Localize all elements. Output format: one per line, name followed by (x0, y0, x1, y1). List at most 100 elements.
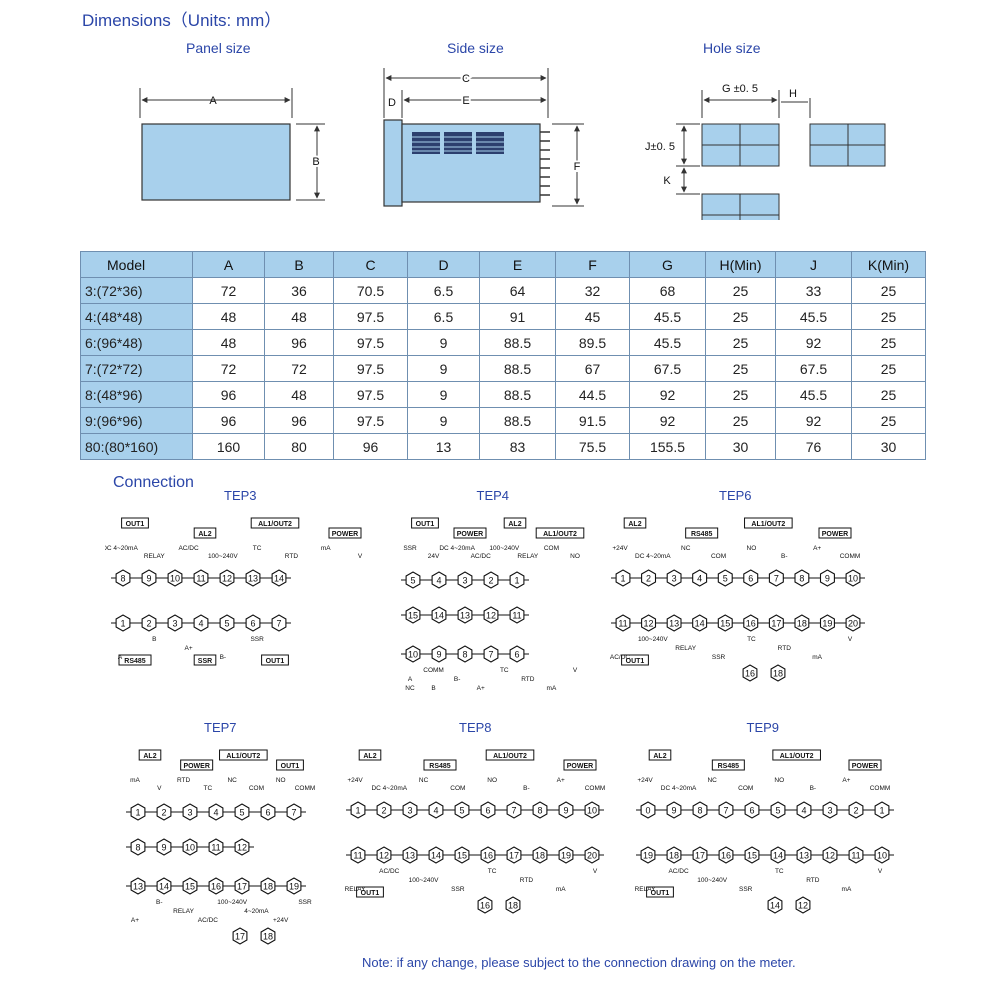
terminal: 7 (718, 801, 734, 819)
terminal-number: 18 (773, 669, 783, 679)
terminal: 12 (219, 569, 235, 587)
terminal: 16 (718, 846, 734, 864)
value-cell: 97.5 (333, 303, 408, 330)
terminal-number: 2 (646, 574, 651, 584)
value-cell: 91 (479, 303, 556, 330)
terminal: 7 (506, 801, 522, 819)
wiring-label: RTD (520, 877, 534, 884)
terminal-number: 12 (486, 611, 496, 621)
dimensions-title: Dimensions（Units: mm） (82, 11, 282, 30)
value-cell: 96 (264, 407, 334, 434)
output-box-label: POWER (852, 763, 878, 770)
terminal-number: 17 (509, 851, 519, 861)
terminal-number: 2 (488, 576, 493, 586)
wiring-label: NC (405, 685, 415, 692)
value-cell: 72 (264, 355, 334, 382)
terminal: 17 (232, 927, 248, 945)
terminal: 10 (167, 569, 183, 587)
value-cell: 25 (705, 381, 776, 408)
terminal-number: 5 (723, 574, 728, 584)
terminal-number: 18 (263, 932, 273, 942)
terminal: 8 (457, 645, 473, 663)
wiring-label: COM (738, 785, 753, 792)
terminal-number: 11 (512, 611, 521, 621)
hole-g-label: G ±0. 5 (722, 83, 758, 95)
diagram-title: TEP6 (719, 488, 752, 503)
wiring-label: AC/DC (178, 545, 199, 552)
value-cell: 6.5 (407, 277, 480, 304)
dimension-drawings: A B C D E F (139, 68, 886, 220)
terminal-number: 5 (775, 806, 780, 816)
terminal: 2 (848, 801, 864, 819)
output-box-label: AL2 (143, 753, 156, 760)
terminal-number: 4 (436, 576, 441, 586)
terminal: 9 (141, 569, 157, 587)
terminal-number: 3 (407, 806, 412, 816)
wiring-label: TC (204, 785, 213, 792)
wiring-label: A+ (131, 917, 139, 924)
wiring-label: NO (570, 553, 580, 560)
value-cell: 9 (407, 407, 480, 434)
terminal-number: 9 (161, 843, 166, 853)
value-cell: 88.5 (479, 355, 556, 382)
wiring-label: 100~240V (409, 877, 439, 884)
value-cell: 25 (851, 407, 926, 434)
wiring-label: A (408, 676, 413, 683)
terminal: 2 (641, 569, 657, 587)
hole-k-label: K (663, 175, 671, 187)
terminal: 4 (428, 801, 444, 819)
terminal: 13 (666, 614, 682, 632)
output-box-label: AL1/OUT2 (751, 521, 785, 528)
wiring-label: COM (249, 785, 264, 792)
table-header-cell: D (407, 251, 480, 278)
terminal: 16 (208, 877, 224, 895)
terminal-number: 8 (537, 806, 542, 816)
wiring-label: NO (276, 777, 286, 784)
wiring-label: SSR (451, 886, 465, 893)
value-cell: 97.5 (333, 381, 408, 408)
output-box (276, 759, 304, 771)
value-cell: 44.5 (555, 381, 630, 408)
value-cell: 30 (851, 433, 926, 460)
value-cell: 25 (851, 355, 926, 382)
value-cell: 88.5 (479, 407, 556, 434)
terminal: 1 (115, 614, 131, 632)
output-box (453, 527, 487, 539)
terminal: 5 (454, 801, 470, 819)
terminal: 7 (286, 803, 302, 821)
terminal-number: 3 (672, 574, 677, 584)
terminal: 7 (483, 645, 499, 663)
panel-drawing: A B (139, 88, 325, 201)
wiring-label: V (157, 785, 162, 792)
terminal: 13 (796, 846, 812, 864)
wiring-label: A+ (842, 777, 850, 784)
wiring-label: 4~20mA (244, 908, 269, 915)
terminal-number: 13 (460, 611, 470, 621)
diagram-title: TEP7 (204, 720, 237, 735)
value-cell: 91.5 (555, 407, 630, 434)
wiring-label: NO (487, 777, 497, 784)
terminal: 11 (193, 569, 209, 587)
wiring-label: B- (220, 654, 227, 661)
output-box (485, 749, 535, 761)
output-box (648, 749, 672, 761)
wiring-label: RELAY (173, 908, 194, 915)
terminal: 1 (874, 801, 890, 819)
terminal: 14 (428, 846, 444, 864)
output-box-label: AL1/OUT2 (780, 753, 814, 760)
terminal: 6 (743, 569, 759, 587)
wiring-label: B- (156, 899, 163, 906)
wiring-label: DC 4~20mA (439, 545, 475, 552)
terminal-number: 1 (879, 806, 884, 816)
value-cell: 92 (775, 407, 852, 434)
terminal: 5 (717, 569, 733, 587)
terminal: 15 (182, 877, 198, 895)
terminal-number: 0 (645, 806, 650, 816)
value-cell: 45.5 (629, 303, 706, 330)
terminal-number: 6 (250, 619, 255, 629)
wiring-label: COMM (585, 785, 606, 792)
